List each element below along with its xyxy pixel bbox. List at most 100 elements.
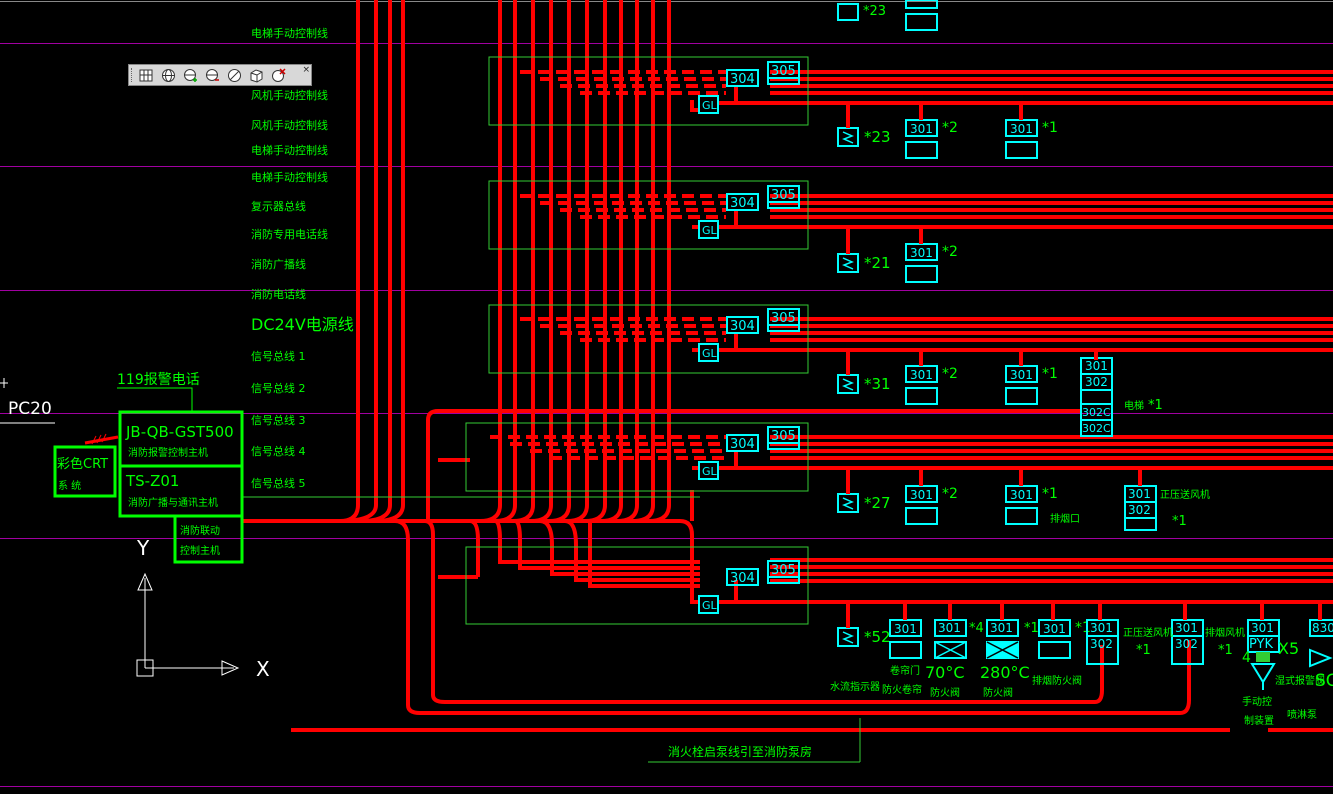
damper280-multiplier: *1 [1024, 621, 1039, 636]
m830-label: 830 [1312, 621, 1333, 635]
globe-icon[interactable] [159, 67, 178, 84]
module-304-4 [726, 568, 759, 586]
floor-box-2 [488, 180, 809, 250]
floor-box-3 [488, 304, 809, 374]
fan-302-label: 302 [1128, 503, 1151, 517]
view-grid-icon[interactable] [137, 67, 156, 84]
ucs-axis-icon: Y X [136, 536, 270, 681]
floor-area-boxes [465, 56, 809, 625]
module-305-sub-4 [767, 576, 800, 584]
module-305-label-0: 305 [771, 64, 796, 79]
module-305-label-1: 305 [771, 188, 796, 203]
toolbar-close-icon[interactable]: × [302, 65, 310, 75]
vertical-bus-trunks [356, 0, 671, 505]
gl-label-3: GL [702, 465, 718, 478]
pfan-302 [1086, 635, 1119, 665]
panel-model-1: JB-QB-GST500 [125, 423, 234, 441]
valve-icon [1309, 648, 1333, 668]
efan-301-label: 301 [1175, 621, 1198, 635]
module-301-load-4 [1005, 387, 1038, 405]
svg-text:*1: *1 [1218, 643, 1233, 658]
module-301-multiplier-2: *2 [942, 244, 958, 260]
floor-box-5 [465, 546, 809, 625]
elev-302-label: 302 [1085, 375, 1108, 389]
svg-text:卷帘门: 卷帘门 [890, 664, 920, 677]
main-control-panel[interactable]: JB-QB-GST500 消防报警控制主机 TS-Z01 消防广播与通讯主机 [118, 410, 244, 518]
crt-link [84, 435, 119, 445]
damper280-label: 301 [990, 621, 1013, 635]
floor-horizontal-buses [720, 70, 1333, 604]
pc-label: PC20 [8, 399, 52, 419]
linkage-control-panel[interactable]: 消防联动 控制主机 [173, 514, 244, 564]
module-301-load-7 [889, 641, 922, 659]
module-301-label-0: 301 [910, 122, 933, 136]
toolbar-grip[interactable] [131, 68, 135, 82]
svg-text:防火阀: 防火阀 [930, 686, 960, 699]
gl-connectors [438, 86, 738, 604]
svg-text:*23: *23 [863, 4, 886, 19]
module-304-label-3: 304 [730, 437, 755, 452]
module-301-multiplier-3: *2 [942, 366, 958, 382]
detector-multiplier-3: *27 [864, 494, 891, 512]
module-301-label-4: 301 [1010, 368, 1033, 382]
pyk-label: PYK [1249, 637, 1273, 652]
svg-text:喷淋泵: 喷淋泵 [1287, 708, 1317, 721]
cube-delete-icon[interactable] [269, 67, 288, 84]
module-301-label-6: 301 [1010, 488, 1033, 502]
left-label-12: 信号总线 3 [251, 413, 306, 427]
main-trunk [242, 504, 1191, 715]
gl-label-1: GL [702, 224, 718, 237]
module-304-label-2: 304 [730, 319, 755, 334]
svg-text:*1: *1 [1172, 514, 1187, 529]
efan-302-label: 302 [1175, 637, 1198, 651]
crt-system-box[interactable]: 彩色CRT 系 统 [53, 445, 117, 498]
dashed-crossovers [490, 70, 726, 460]
svg-text:制装置: 制装置 [1244, 714, 1274, 727]
module-301-load-1 [1005, 141, 1038, 159]
elev-302c-a-label: 302C [1082, 406, 1111, 419]
svg-text:X5: X5 [1278, 639, 1299, 658]
svg-text:防火卷帘: 防火卷帘 [882, 683, 922, 696]
svg-text:防火阀: 防火阀 [983, 686, 1013, 699]
floating-toolbar[interactable]: × [128, 64, 312, 86]
gl-box-0 [698, 95, 719, 114]
detector-zigzag-0 [842, 131, 854, 144]
module-304-label-1: 304 [730, 196, 755, 211]
damper70-multiplier: *4 [969, 621, 984, 636]
svg-text:排烟口: 排烟口 [1050, 512, 1080, 525]
svg-text:*1: *1 [1136, 643, 1151, 658]
module-305-sub-2 [767, 324, 800, 332]
globe-remove-icon[interactable] [203, 67, 222, 84]
alarm-phone-label: 119报警电话 [117, 372, 200, 388]
damper70-label: 301 [938, 621, 961, 635]
elev-302c-b [1080, 419, 1113, 437]
module-301-load-0 [905, 141, 938, 159]
fan-301-label: 301 [1128, 487, 1151, 501]
module-305-label-2: 305 [771, 311, 796, 326]
left-label-4: 电梯手动控制线 [251, 170, 328, 184]
cube-icon[interactable] [247, 67, 266, 84]
svg-text:4: 4 [1242, 650, 1251, 666]
no-entry-icon[interactable] [225, 67, 244, 84]
crt-line-2: 系 统 [58, 479, 81, 492]
gl-box-4 [698, 595, 719, 614]
damper70-icon [934, 641, 967, 659]
detector-zigzag-4 [842, 631, 854, 644]
crt-link-ticks [91, 433, 107, 445]
floor-box-4 [465, 422, 809, 492]
pfan-302-label: 302 [1090, 637, 1113, 651]
svg-text:湿式报警阀: 湿式报警阀 [1275, 674, 1325, 687]
module-301-label-2: 301 [910, 246, 933, 260]
module-305-sub-0 [767, 77, 800, 85]
svg-text:排烟风机: 排烟风机 [1205, 626, 1245, 639]
module-301-load-8 [1038, 641, 1071, 659]
left-label-9: DC24V电源线 [251, 315, 354, 334]
globe-add-icon[interactable] [181, 67, 200, 84]
module-301-load-3 [905, 387, 938, 405]
module-304-3 [726, 434, 759, 452]
left-label-2: 风机手动控制线 [251, 118, 328, 132]
x-axis-letter: X [256, 657, 270, 681]
panel-name-2: 消防广播与通讯主机 [128, 496, 218, 509]
